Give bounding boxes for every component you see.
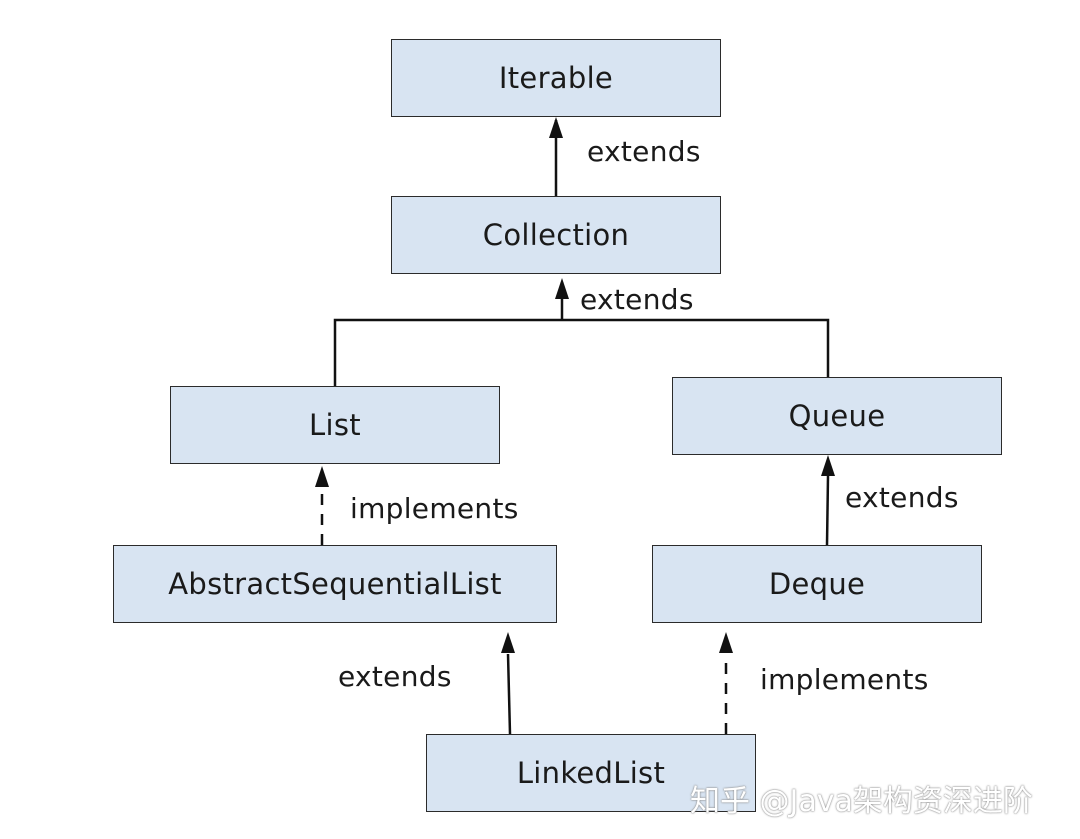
edge-label-linkedlist-asl: extends [338,660,452,693]
edge-label-asl-list: implements [350,492,519,525]
edge-linkedlist-asl [506,653,512,735]
edge-list-queue-collection [333,318,830,386]
node-queue: Queue [672,377,1002,455]
node-linked-list: LinkedList [426,734,756,812]
node-list: List [170,386,500,464]
edge-label-list-queue-collection: extends [580,283,694,316]
node-abstract-sequential-list: AbstractSequentialList [113,545,557,623]
edge-label-collection-iterable: extends [587,135,701,168]
arrowhead-iterable [549,117,563,138]
arrowhead-list [315,466,329,487]
node-queue-label: Queue [788,399,886,433]
node-deque: Deque [652,545,982,623]
node-list-label: List [309,408,361,442]
node-abstract-sequential-list-label: AbstractSequentialList [168,567,502,601]
node-iterable: Iterable [391,39,721,117]
watermark: 知乎 @Java架构资深进阶 [690,784,1033,819]
arrowhead-collection [555,278,569,299]
edge-label-linkedlist-deque: implements [760,663,929,696]
arrowhead-queue [821,455,835,476]
arrowhead-deque [719,632,733,653]
edge-deque-queue [825,475,830,546]
node-collection-label: Collection [482,218,630,252]
edge-label-deque-queue: extends [845,481,959,514]
arrowhead-asl [501,632,515,653]
node-iterable-label: Iterable [498,61,614,95]
node-deque-label: Deque [768,567,866,601]
node-collection: Collection [391,196,721,274]
node-linked-list-label: LinkedList [516,756,666,790]
